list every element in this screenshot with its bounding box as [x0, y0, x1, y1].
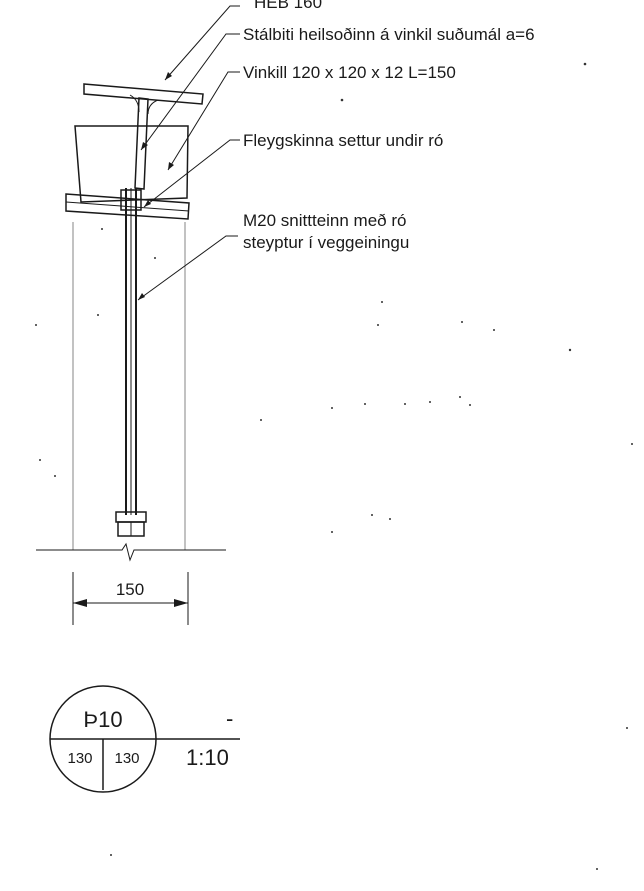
- angle-label: Vinkill 120 x 120 x 12 L=150: [243, 63, 456, 82]
- leader-lines: [137, 5, 240, 301]
- detail-tag-dash: -: [226, 706, 233, 731]
- wedge-plate: [65, 193, 190, 220]
- detail-tag-right-ref: 130: [114, 750, 139, 767]
- steel-angle: [74, 125, 189, 203]
- concrete-wall: [72, 222, 186, 550]
- detail-tag-id: Þ10: [83, 707, 122, 732]
- threaded-rod: [125, 188, 137, 515]
- scale-label: 1:10: [186, 745, 229, 770]
- detail-tag-left-ref: 130: [67, 750, 92, 767]
- bottom-nut: [115, 511, 147, 537]
- heb-beam: [83, 83, 204, 190]
- bolt-label-line2: steyptur í veggeiningu: [243, 233, 409, 252]
- bolt-label-line1: M20 snittteinn með ró: [243, 211, 406, 230]
- weld-label: Stálbiti heilsoðinn á vinkil suðumál a=6: [243, 25, 535, 44]
- dimension-150: [72, 572, 189, 625]
- dimension-value: 150: [116, 580, 144, 599]
- base-line: [36, 542, 226, 562]
- wedge-label: Fleygskinna settur undir ró: [243, 131, 443, 150]
- detail-tag: [49, 685, 240, 793]
- heb-label: HEB 160: [254, 0, 322, 12]
- scan-specks: [35, 62, 633, 870]
